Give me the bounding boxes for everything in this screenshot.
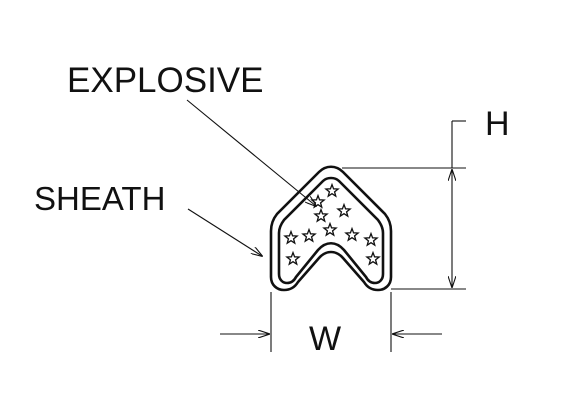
explosive-star-9: [363, 231, 379, 247]
sheath-label: SHEATH: [34, 180, 165, 217]
explosive-star-2: [310, 193, 326, 209]
explosive-star-8: [344, 226, 360, 242]
explosive-star-3: [336, 202, 352, 218]
explosive-star-5: [283, 229, 299, 245]
explosive-star-10: [285, 250, 301, 266]
sheath-outer-outline: [269, 165, 393, 292]
explosive-leader-line: [186, 99, 316, 206]
explosive-star-11: [365, 250, 381, 266]
explosive-inner-outline: [277, 176, 385, 285]
explosive-star-7: [322, 221, 338, 237]
width-label: W: [309, 320, 341, 358]
height-label: H: [485, 105, 510, 143]
sheath-leader-line: [187, 208, 262, 256]
explosive-star-4: [313, 207, 329, 223]
explosive-fill-stars: [283, 182, 381, 266]
explosive-star-6: [301, 227, 317, 243]
explosive-star-1: [324, 182, 340, 198]
explosive-label: EXPLOSIVE: [67, 61, 263, 100]
